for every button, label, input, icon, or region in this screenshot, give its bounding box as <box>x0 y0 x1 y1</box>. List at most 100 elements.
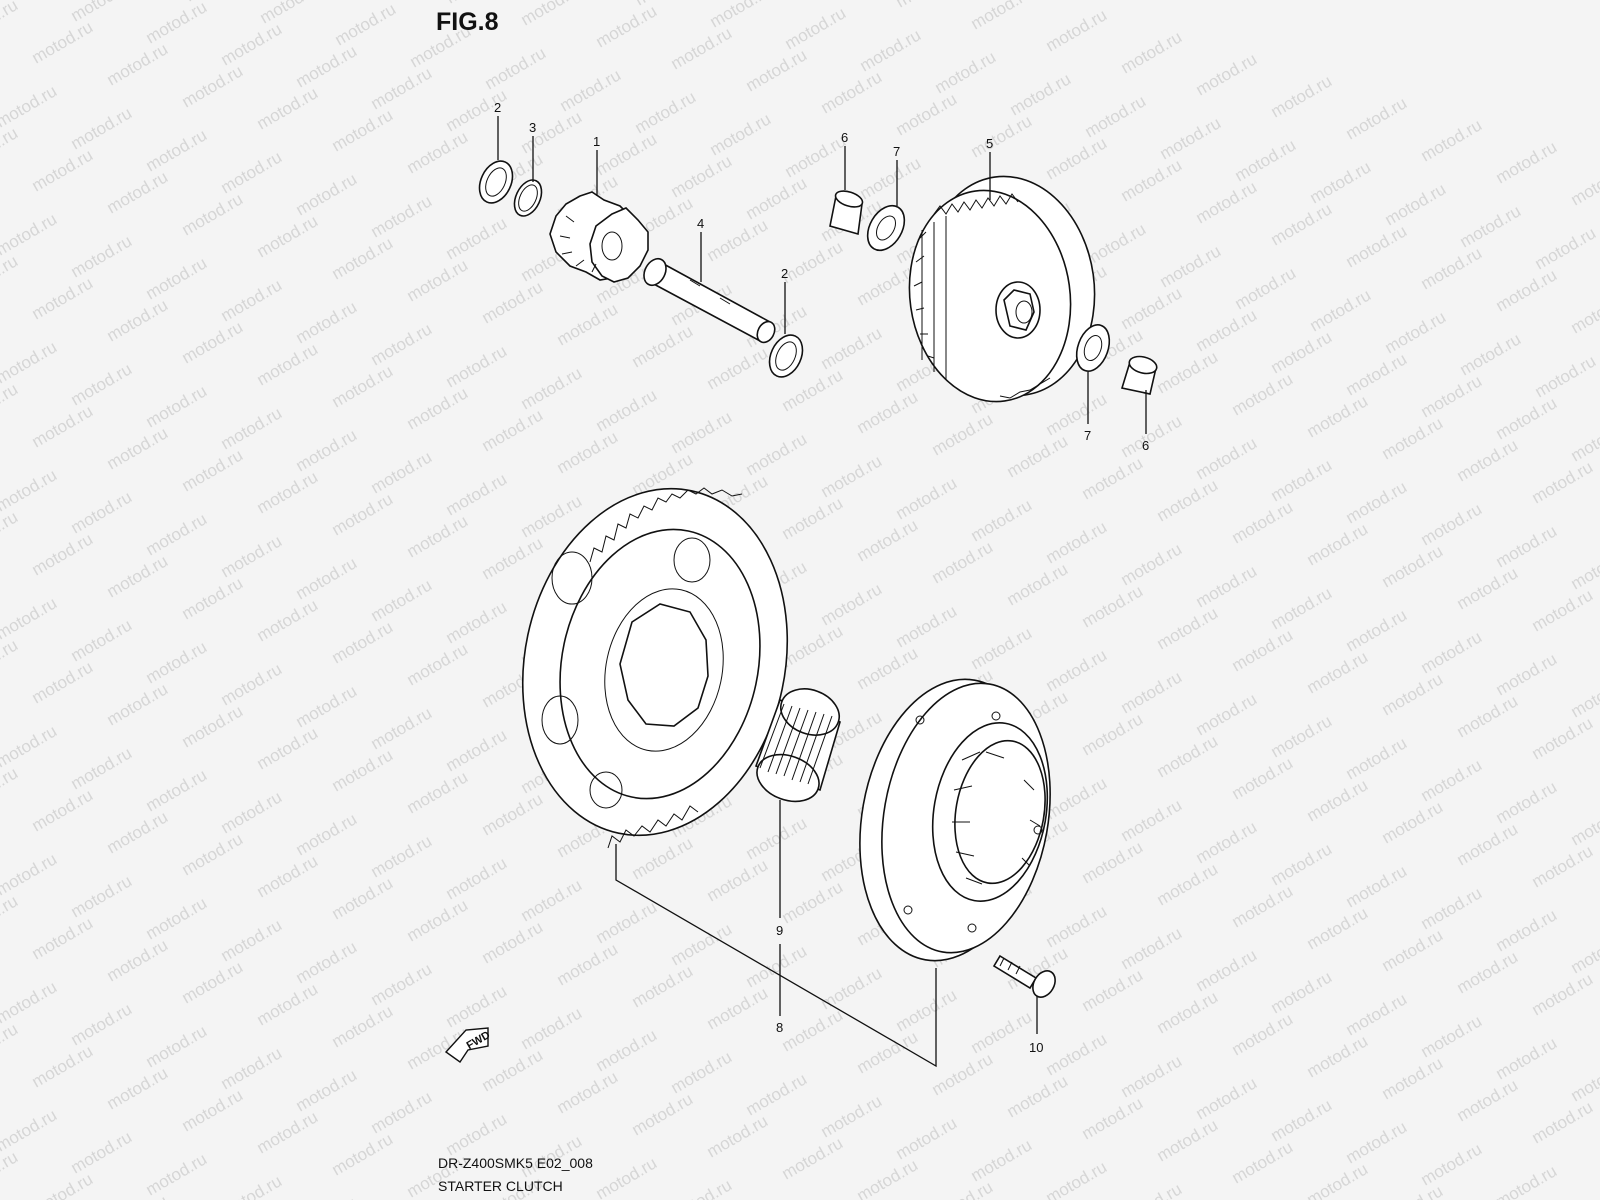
watermark-text: motod.ru <box>104 1063 172 1113</box>
watermark-text: motod.ru <box>0 635 21 685</box>
watermark-text: motod.ru <box>1118 1179 1186 1200</box>
watermark-text: motod.ru <box>1154 731 1222 781</box>
watermark-text: motod.ru <box>29 273 97 323</box>
watermark-text: motod.ru <box>1154 603 1222 653</box>
watermark-text: motod.ru <box>329 745 397 795</box>
watermark-text: motod.ru <box>443 469 511 519</box>
watermark-text: motod.ru <box>704 1111 772 1161</box>
watermark-text: motod.ru <box>668 1047 736 1097</box>
watermark-text: motod.ru <box>0 1019 21 1069</box>
callout-1: 1 <box>593 134 600 149</box>
watermark-text: motod.ru <box>1118 155 1186 205</box>
watermark-text: motod.ru <box>443 853 511 903</box>
watermark-text: motod.ru <box>404 511 472 561</box>
watermark-text: motod.ru <box>1193 817 1261 867</box>
bushing-part-6b <box>1120 355 1158 395</box>
watermark-text: motod.ru <box>629 1089 697 1139</box>
watermark-text: motod.ru <box>104 295 172 345</box>
watermark-text: motod.ru <box>1304 1031 1372 1081</box>
watermark-text: motod.ru <box>1418 115 1486 165</box>
watermark-text: motod.ru <box>68 359 136 409</box>
watermark-text: motod.ru <box>1343 861 1411 911</box>
watermark-text: motod.ru <box>143 381 211 431</box>
watermark-text: motod.ru <box>443 725 511 775</box>
watermark-text: motod.ru <box>929 409 997 459</box>
watermark-text: motod.ru <box>1229 497 1297 547</box>
watermark-text: motod.ru <box>1343 221 1411 271</box>
watermark-text: motod.ru <box>1079 837 1147 887</box>
watermark-text: motod.ru <box>179 573 247 623</box>
watermark-text: motod.ru <box>704 983 772 1033</box>
watermark-text: motod.ru <box>1193 49 1261 99</box>
watermark-text: motod.ru <box>1268 583 1336 633</box>
watermark-text: motod.ru <box>854 515 922 565</box>
watermark-text: motod.ru <box>368 63 436 113</box>
watermark-text: motod.ru <box>1343 477 1411 527</box>
watermark-text: motod.ru <box>704 855 772 905</box>
watermark-text: motod.ru <box>368 831 436 881</box>
washer-part-2 <box>478 160 514 204</box>
watermark-text: motod.ru <box>1304 1159 1372 1200</box>
watermark-text: motod.ru <box>404 127 472 177</box>
watermark-text: motod.ru <box>1343 93 1411 143</box>
watermark-text: motod.ru <box>1568 415 1600 465</box>
watermark-text: motod.ru <box>179 829 247 879</box>
watermark-text: motod.ru <box>329 105 397 155</box>
watermark-text: motod.ru <box>1079 965 1147 1015</box>
watermark-text: motod.ru <box>1418 371 1486 421</box>
watermark-text: motod.ru <box>1493 521 1561 571</box>
watermark-text: motod.ru <box>329 617 397 667</box>
watermark-text: motod.ru <box>1082 91 1150 141</box>
watermark-text: motod.ru <box>0 251 21 301</box>
watermark-text: motod.ru <box>332 0 400 49</box>
watermark-text: motod.ru <box>1568 287 1600 337</box>
watermark-text: motod.ru <box>1568 159 1600 209</box>
watermark-text: motod.ru <box>968 111 1036 161</box>
watermark-text: motod.ru <box>443 597 511 647</box>
watermark-text: motod.ru <box>1568 799 1600 849</box>
watermark-text: motod.ru <box>743 173 811 223</box>
watermark-text: motod.ru <box>104 167 172 217</box>
watermark-text: motod.ru <box>329 489 397 539</box>
watermark-text: motod.ru <box>293 809 361 859</box>
watermark-text: motod.ru <box>293 1193 361 1200</box>
watermark-text: motod.ru <box>1043 773 1111 823</box>
watermark-text: motod.ru <box>218 531 286 581</box>
watermark-text: motod.ru <box>779 1005 847 1055</box>
watermark-text: motod.ru <box>1307 285 1375 335</box>
watermark-text: motod.ru <box>1118 667 1186 717</box>
watermark-text: motod.ru <box>1229 625 1297 675</box>
watermark-text: motod.ru <box>1154 347 1222 397</box>
watermark-text: motod.ru <box>1382 307 1450 357</box>
watermark-text: motod.ru <box>68 743 136 793</box>
watermark-text: motod.ru <box>1154 987 1222 1037</box>
watermark-text: motod.ru <box>1043 901 1111 951</box>
watermark-text: motod.ru <box>518 1003 586 1053</box>
watermark-text: motod.ru <box>368 447 436 497</box>
watermark-text: motod.ru <box>1493 265 1561 315</box>
watermark-text: motod.ru <box>1379 413 1447 463</box>
watermark-text: motod.ru <box>854 387 922 437</box>
watermark-text: motod.ru <box>518 491 586 541</box>
watermark-text: motod.ru <box>854 1027 922 1077</box>
watermark-text: motod.ru <box>668 23 736 73</box>
watermark-text: motod.ru <box>1154 475 1222 525</box>
watermark-text: motod.ru <box>1229 369 1297 419</box>
watermark-text: motod.ru <box>1004 431 1072 481</box>
washer-part-7b <box>1075 324 1111 372</box>
watermark-text: motod.ru <box>329 361 397 411</box>
watermark-text: motod.ru <box>143 509 211 559</box>
watermark-text: motod.ru <box>1529 457 1597 507</box>
watermark-text: motod.ru <box>1493 649 1561 699</box>
watermark-text: motod.ru <box>857 153 925 203</box>
watermark-text: motod.ru <box>293 937 361 987</box>
watermark-text: motod.ru <box>857 25 925 75</box>
diagram-caption: STARTER CLUTCH <box>438 1178 563 1194</box>
watermark-text: motod.ru <box>1529 969 1597 1019</box>
watermark-text: motod.ru <box>254 467 322 517</box>
watermark-text: motod.ru <box>143 1021 211 1071</box>
watermark-text: motod.ru <box>704 215 772 265</box>
figure-title: FIG.8 <box>436 8 499 36</box>
watermark-text: motod.ru <box>29 913 97 963</box>
watermark-text: motod.ru <box>179 445 247 495</box>
